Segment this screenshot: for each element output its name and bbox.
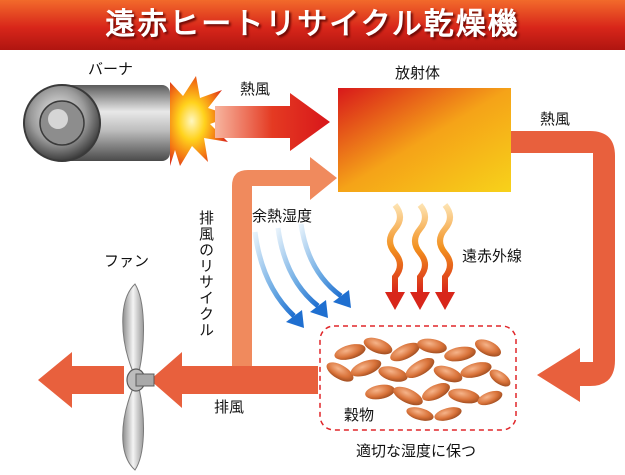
grain-label: 穀物 <box>344 406 375 424</box>
hot-air-top-label: 熱風 <box>240 80 271 98</box>
waste-heat-humidity-label: 余熱湿度 <box>252 207 313 225</box>
fan-icon <box>122 283 155 471</box>
hot-air-right-label: 熱風 <box>540 110 571 128</box>
hot-air-loop-arrow <box>511 131 615 402</box>
fan-outlet-arrow <box>38 352 124 408</box>
exhaust-label: 排風 <box>214 398 245 416</box>
exhaust-recycle-label: 排風のリサイクル <box>197 210 215 338</box>
far-infrared-arrows <box>385 203 455 310</box>
page-title: 遠赤ヒートリサイクル乾燥機 <box>105 7 520 42</box>
exhaust-arrow <box>150 352 318 408</box>
far-infrared-label: 遠赤外線 <box>462 247 523 265</box>
recycle-arrow <box>232 157 337 380</box>
grain-area <box>319 325 517 431</box>
hot-air-arrow <box>215 93 330 151</box>
grain-pile <box>326 337 511 421</box>
flame-icon <box>170 76 232 166</box>
radiator-label: 放射体 <box>395 64 441 82</box>
radiator-panel <box>338 88 511 192</box>
keep-humidity-label: 適切な湿度に保つ <box>356 442 477 460</box>
title-banner <box>0 0 625 50</box>
burner-icon <box>23 84 170 162</box>
humidity-arrows <box>252 223 351 328</box>
fan-label: ファン <box>104 252 150 270</box>
burner-label: バーナ <box>88 60 134 78</box>
